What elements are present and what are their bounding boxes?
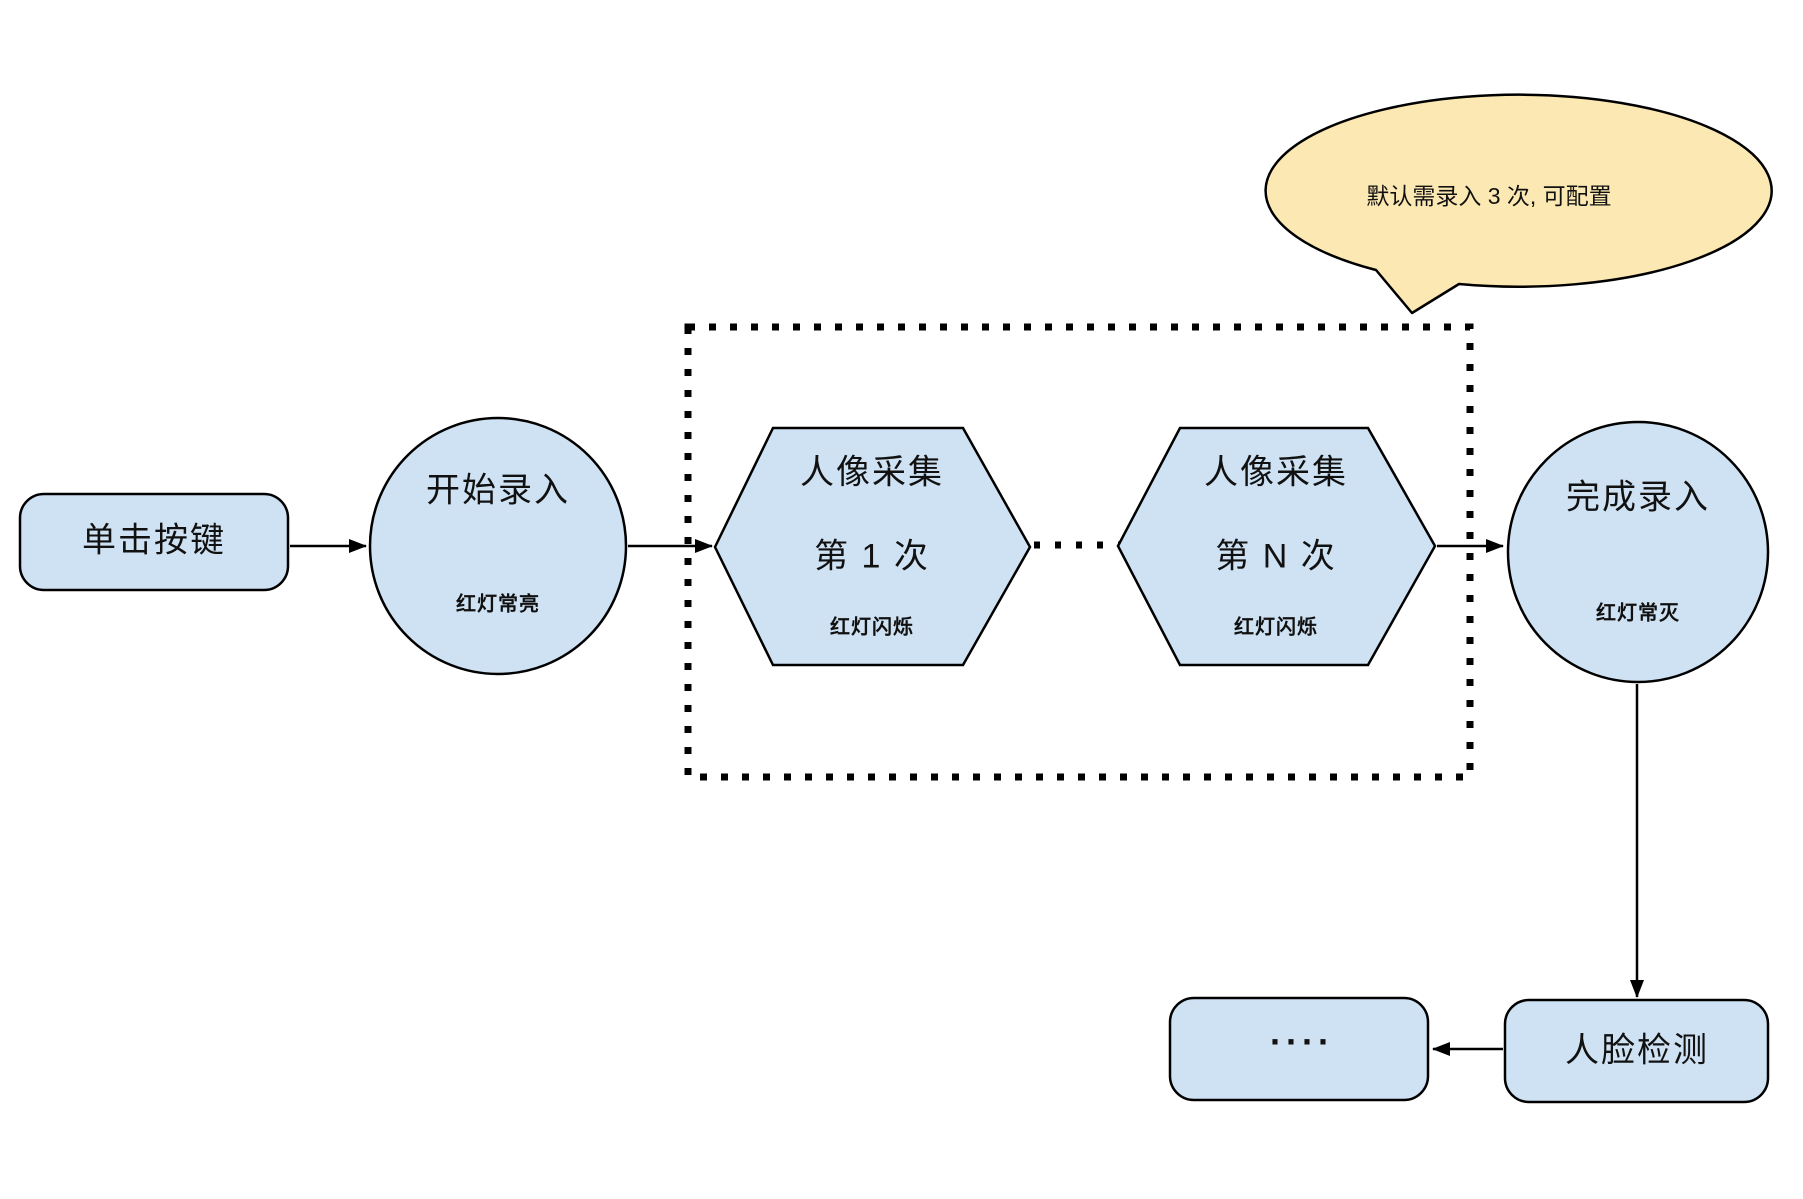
finish-enroll-title: 完成录入 (1566, 478, 1710, 517)
capture-nth-line2: 第 N 次 (1215, 537, 1337, 576)
start-enroll-status: 红灯常亮 (456, 593, 540, 616)
face-detect-node-shape (1503, 998, 1770, 1104)
ellipsis-label: .... (1269, 1011, 1335, 1053)
ellipsis-node-shape (1168, 996, 1430, 1102)
capture-nth-line1: 人像采集 (1204, 453, 1348, 492)
capture-group-dotted-border (684, 323, 1474, 781)
click-key-node-shape (18, 492, 290, 592)
capture-first-status: 红灯闪烁 (830, 616, 914, 639)
capture-nth-node-shape (1116, 426, 1437, 667)
capture-first-node-shape (713, 426, 1032, 667)
capture-first-line1: 人像采集 (800, 453, 944, 492)
start-enroll-title: 开始录入 (426, 471, 570, 510)
finish-enroll-node-shape (1506, 420, 1770, 684)
capture-nth-status: 红灯闪烁 (1234, 616, 1318, 639)
start-enroll-node-shape (368, 416, 628, 676)
face-detect-label: 人脸检测 (1565, 1031, 1709, 1070)
callout-text: 默认需录入 3 次, 可配置 (1366, 182, 1612, 209)
callout-bubble-shape (1264, 93, 1773, 315)
click-key-label: 单击按键 (82, 521, 226, 560)
finish-enroll-status: 红灯常灭 (1596, 602, 1680, 625)
capture-first-line2: 第 1 次 (814, 537, 930, 576)
